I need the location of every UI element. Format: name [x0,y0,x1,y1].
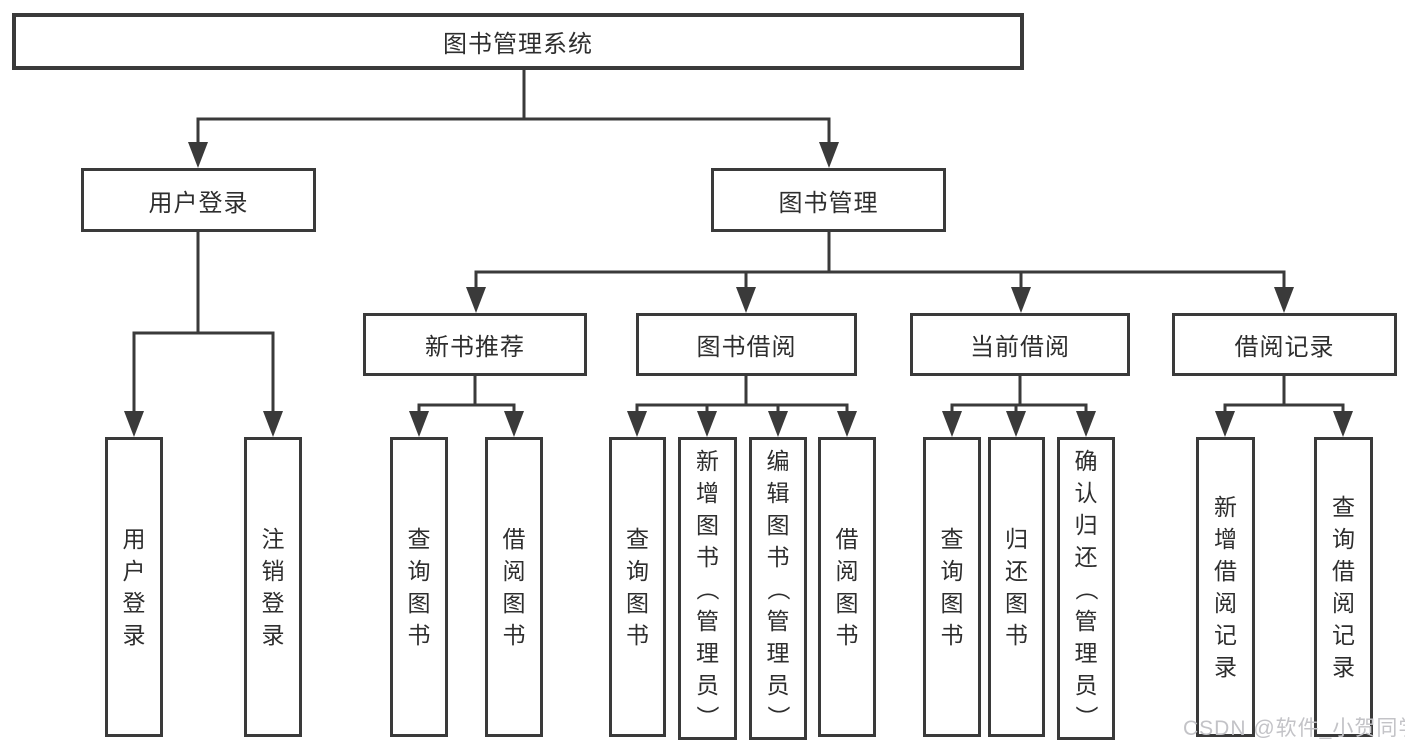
arrowhead-icons [124,142,1353,437]
leaf-logout: 注销登录 [244,437,302,737]
node-new-book-recommendation: 新书推荐 [363,313,587,376]
leaf-add-borrow-record: 新增借阅记录 [1196,437,1255,737]
leaf-borrow-books-recommend: 借阅图书 [485,437,543,737]
node-current-borrowing: 当前借阅 [910,313,1130,376]
node-library-management-system: 图书管理系统 [12,13,1024,70]
node-user-login: 用户登录 [81,168,316,232]
node-book-borrowing: 图书借阅 [636,313,857,376]
leaf-search-borrow-record: 查询借阅记录 [1314,437,1373,737]
leaf-return-books: 归还图书 [988,437,1045,737]
node-borrowing-records: 借阅记录 [1172,313,1397,376]
leaf-add-books-admin: 新增图书（管理员） [678,437,737,740]
leaf-search-books-recommend: 查询图书 [390,437,448,737]
watermark: CSDN @软件_小贺同学 [1183,717,1405,740]
leaf-edit-books-admin: 编辑图书（管理员） [749,437,807,740]
leaf-search-books-current: 查询图书 [923,437,981,737]
leaf-search-books-borrow: 查询图书 [609,437,666,737]
leaf-borrow-books: 借阅图书 [818,437,876,737]
leaf-user-login: 用户登录 [105,437,163,737]
node-book-management: 图书管理 [711,168,946,232]
leaf-confirm-return-admin: 确认归还（管理员） [1057,437,1115,740]
